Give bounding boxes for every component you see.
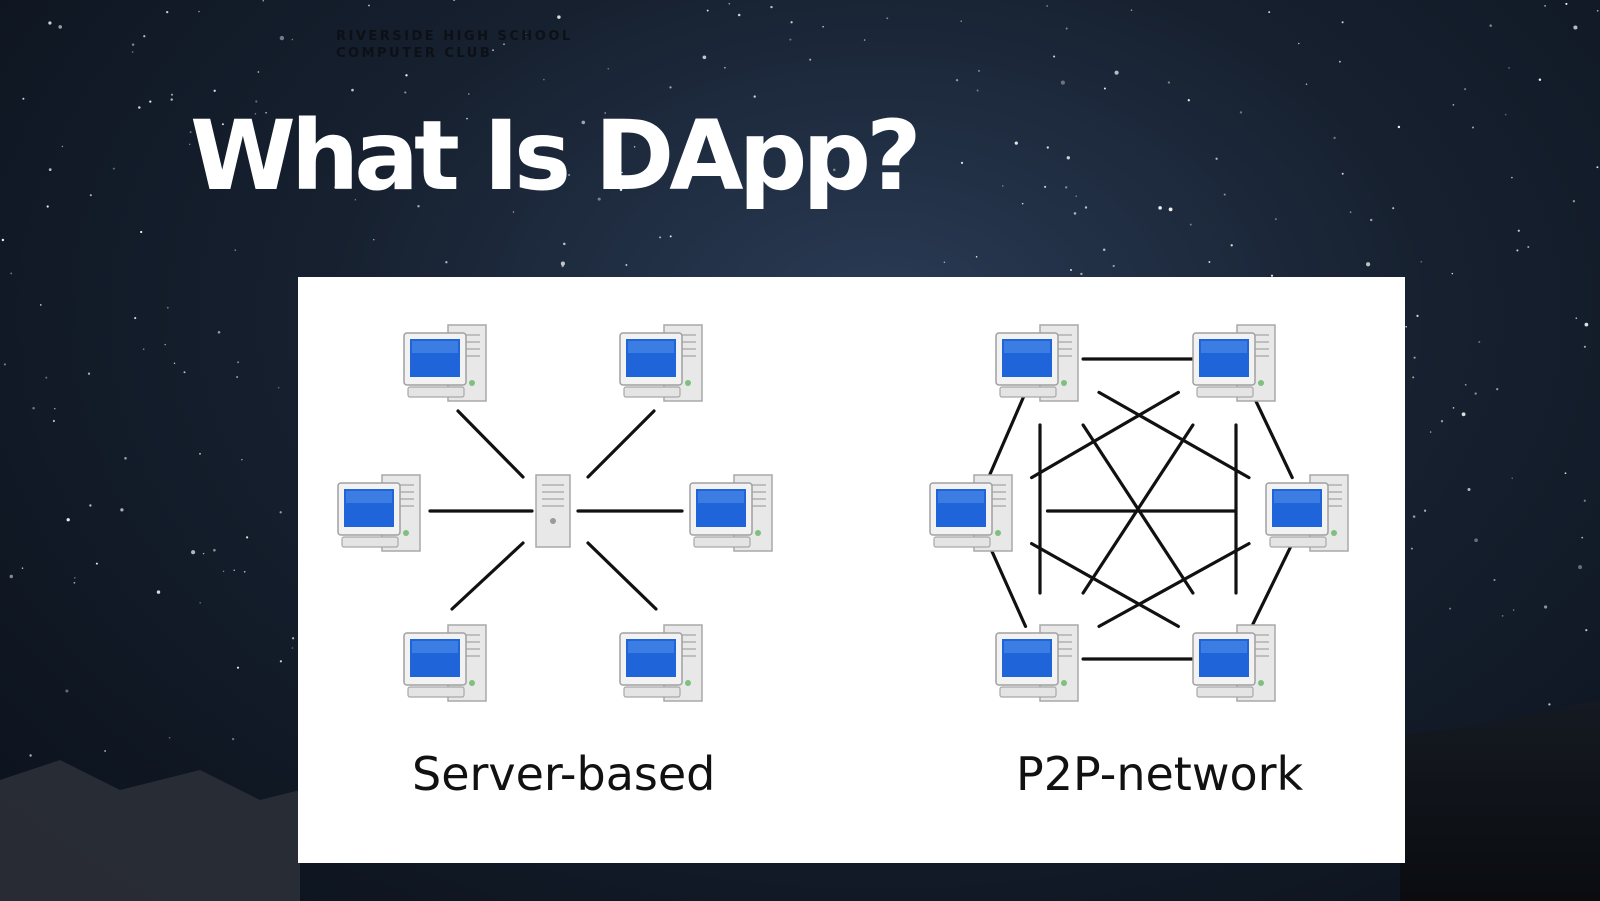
p2p-link-4-6: [1250, 542, 1294, 628]
p2p-node-middle-left: [929, 474, 1013, 552]
p2p-link-3-5: [986, 542, 1028, 628]
star-link-top-right: [586, 409, 656, 479]
star-node-top-left: [403, 324, 487, 402]
server-based-label: Server-based: [412, 747, 716, 801]
p2p-link-2-4: [1250, 390, 1294, 480]
p2p-node-middle-right: [1265, 474, 1349, 552]
star-node-top-right: [619, 324, 703, 402]
org-line-2: COMPUTER CLUB: [336, 46, 493, 61]
horizon-ground: [1400, 700, 1600, 901]
slide-title: What Is DApp?: [190, 100, 922, 212]
p2p-link-3-6: [1029, 542, 1181, 628]
p2p-link-2-5: [1081, 423, 1195, 595]
p2p-link-2-3: [1029, 390, 1181, 480]
p2p-network-label: P2P-network: [1016, 747, 1304, 801]
network-diagram-panel: Server-based P2P-network: [298, 277, 1405, 863]
star-node-bottom-right: [619, 624, 703, 702]
mountain-silhouette: [0, 760, 300, 901]
computer-nodes: [337, 324, 1349, 702]
p2p-link-1-3: [986, 390, 1028, 480]
star-node-middle-left: [337, 474, 421, 552]
p2p-node-top-left: [995, 324, 1079, 402]
star-link-top-left: [456, 409, 525, 479]
network-diagram: [337, 324, 1349, 702]
star-link-bottom-right: [586, 541, 658, 611]
p2p-link-4-5: [1097, 542, 1251, 628]
p2p-link-1-4: [1097, 390, 1251, 480]
p2p-node-bottom-right: [1192, 624, 1276, 702]
star-link-bottom-left: [450, 541, 525, 611]
p2p-node-top-right: [1192, 324, 1276, 402]
star-node-bottom-left: [403, 624, 487, 702]
central-server: [535, 474, 571, 548]
p2p-node-bottom-left: [995, 624, 1079, 702]
connection-lines: [428, 357, 1294, 661]
organization-name: RIVERSIDE HIGH SCHOOL COMPUTER CLUB: [336, 28, 573, 62]
star-node-middle-right: [689, 474, 773, 552]
org-line-1: RIVERSIDE HIGH SCHOOL: [336, 29, 573, 44]
